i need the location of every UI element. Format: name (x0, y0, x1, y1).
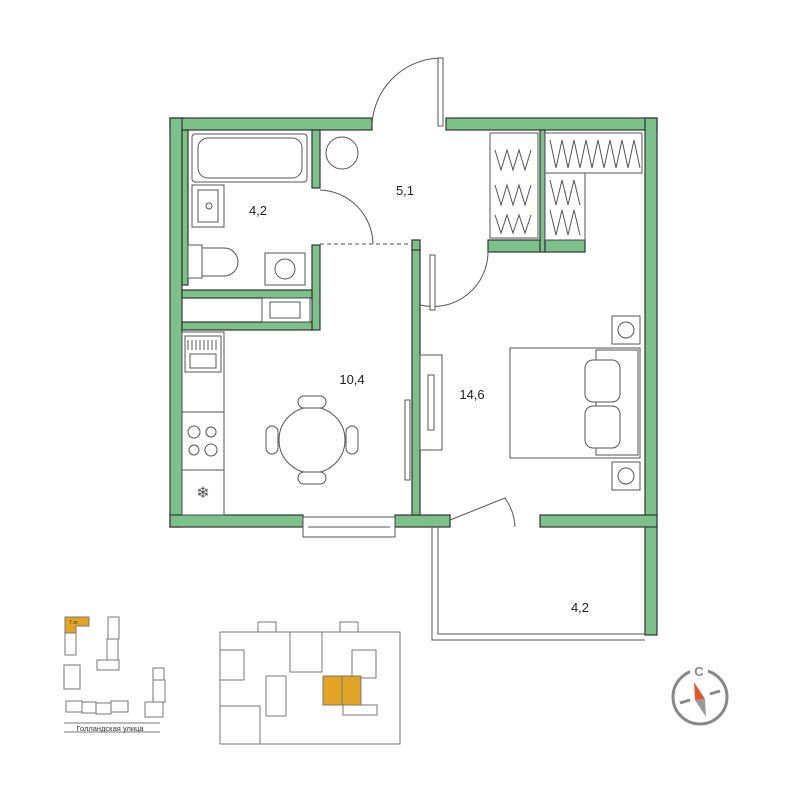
balcony (431, 527, 645, 641)
kitchen-fixtures: ❄ (181, 331, 411, 538)
area-kitchen: 10,4 (339, 372, 364, 387)
street-label: Голландская улица (76, 724, 144, 733)
walls (169, 117, 658, 636)
floor-label: 7 эт (69, 620, 79, 626)
bathroom-door (319, 189, 374, 245)
boiler (325, 136, 359, 170)
area-balcony: 4,2 (571, 600, 589, 615)
bedroom-fixtures (419, 132, 643, 528)
compass-icon: С (671, 664, 729, 726)
building-plan (219, 621, 401, 745)
bathroom-fixtures (187, 133, 311, 323)
area-hallway: 5,1 (396, 183, 414, 198)
entry-door (371, 57, 444, 127)
area-bedroom: 14,6 (459, 387, 484, 402)
svg-text:❄: ❄ (196, 485, 209, 502)
site-plan: 7 эт Голландская улица (63, 616, 166, 733)
area-bathroom: 4,2 (249, 203, 267, 218)
north-label: С (694, 664, 704, 679)
